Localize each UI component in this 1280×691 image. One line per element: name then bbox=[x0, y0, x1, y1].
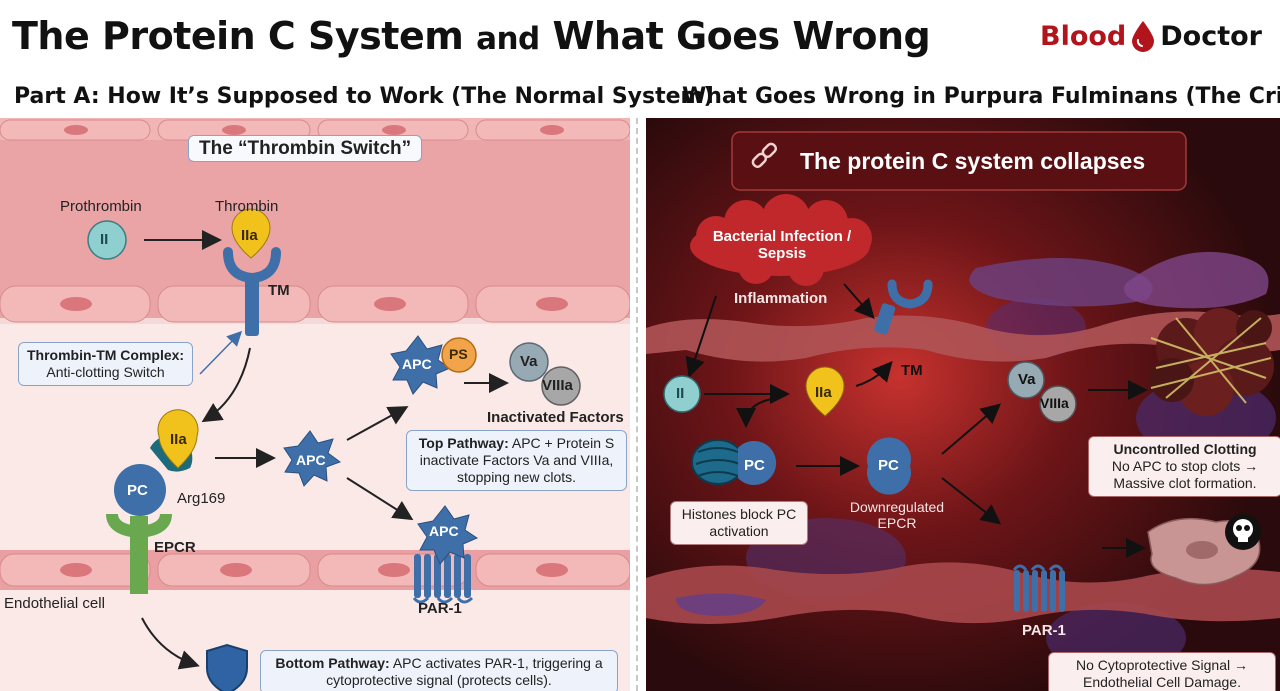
thrombin-bound-node bbox=[157, 409, 199, 469]
prothrombin-node-label: II bbox=[100, 231, 109, 248]
title-part-3: What Goes Wrong bbox=[552, 14, 931, 58]
blood-drop-icon bbox=[1132, 21, 1155, 52]
damaged-vessel-wall-top bbox=[646, 251, 1280, 362]
apc-par1-node bbox=[417, 505, 479, 565]
shield-icon bbox=[206, 643, 248, 691]
clotting-text: No APC to stop clots → Massive clot form… bbox=[1111, 458, 1259, 491]
apc-center-node bbox=[283, 430, 342, 487]
par1-receptor-crisis bbox=[1012, 564, 1065, 612]
par1-label: PAR-1 bbox=[418, 600, 462, 617]
thrombin-switch-title: The “Thrombin Switch” bbox=[188, 135, 423, 162]
thrombin-label: Thrombin bbox=[215, 198, 279, 215]
infection-cloud bbox=[690, 194, 872, 286]
top-pathway-text: APC + Protein S inactivate Factors Va an… bbox=[419, 435, 615, 485]
va-crisis-label: Va bbox=[1018, 371, 1036, 388]
skull-icon bbox=[1225, 514, 1261, 550]
inactivated-factors-label: Inactivated Factors bbox=[487, 409, 624, 426]
par1-crisis-label: PAR-1 bbox=[1022, 622, 1066, 639]
thrombin-node-label: IIa bbox=[241, 227, 258, 244]
viiia-label: VIIIa bbox=[542, 377, 573, 394]
prothrombin-node bbox=[87, 220, 127, 260]
title-part-2: and bbox=[476, 21, 540, 57]
collapse-title: The protein C system collapses bbox=[800, 148, 1146, 174]
bottom-pathway-box: Bottom Pathway: APC activates PAR-1, tri… bbox=[260, 650, 618, 691]
thrombin-tm-complex-box: Thrombin-TM Complex: Anti-clotting Switc… bbox=[18, 342, 194, 386]
thrombomodulin-receptor bbox=[223, 247, 281, 336]
brand-left: Blood bbox=[1039, 20, 1127, 52]
pc-label-histone: PC bbox=[744, 457, 765, 474]
factor-va-node bbox=[509, 342, 549, 382]
normal-system-panel: The “Thrombin Switch” Prothrombin Thromb… bbox=[0, 118, 630, 691]
factor-va-crisis bbox=[1007, 361, 1045, 399]
title-part-1: The Protein C System bbox=[12, 14, 464, 58]
crisis-panel: The protein C system collapses Bacterial… bbox=[646, 118, 1280, 691]
thrombin-bound-label: IIa bbox=[170, 431, 187, 448]
main-title: The Protein C System and What Goes Wrong bbox=[12, 14, 931, 58]
damaged-vessel-wall-bottom bbox=[646, 562, 1280, 624]
arg169-label: Arg169 bbox=[177, 490, 226, 507]
infection-label: Bacterial Infection / Sepsis bbox=[712, 228, 852, 262]
par1-receptor bbox=[412, 554, 474, 604]
epcr-crisis-label: Downregulated EPCR bbox=[849, 499, 945, 531]
histone-pc-complex bbox=[691, 439, 777, 485]
middle-endothelial-cells bbox=[0, 285, 630, 323]
pc-node-left bbox=[114, 464, 166, 516]
part-b-heading: What Goes Wrong in Purpura Fulminans (Th… bbox=[682, 84, 1280, 109]
viiia-crisis-label: VIIIa bbox=[1040, 395, 1069, 411]
factor-viiia-crisis bbox=[1039, 385, 1077, 423]
panel-divider bbox=[636, 118, 638, 691]
apc-top-node bbox=[390, 335, 452, 395]
endothelial-damage-box: No Cytoprotective Signal → Endothelial C… bbox=[1048, 652, 1276, 691]
apc-par1-label: APC bbox=[429, 523, 459, 539]
bottom-pathway-text: APC activates PAR-1, triggering a cytopr… bbox=[326, 655, 603, 688]
pc-label: PC bbox=[127, 482, 148, 499]
part-a-heading: Part A: How It’s Supposed to Work (The N… bbox=[14, 84, 714, 109]
apc-center-label: APC bbox=[296, 452, 326, 468]
crisis-illustration bbox=[646, 118, 1280, 691]
pc-node-crisis bbox=[867, 437, 911, 495]
complex-box-title: Thrombin-TM Complex: bbox=[27, 347, 185, 363]
bottom-pathway-title: Bottom Pathway: bbox=[275, 655, 390, 671]
broken-tm-receptor bbox=[874, 279, 933, 335]
thrombin-node-crisis-label: IIa bbox=[815, 384, 832, 401]
bottom-endothelial-cells bbox=[0, 550, 630, 590]
top-pathway-title: Top Pathway: bbox=[418, 435, 509, 451]
apc-top-label: APC bbox=[402, 356, 432, 372]
factor-viiia-node bbox=[541, 366, 581, 406]
ps-label: PS bbox=[449, 346, 468, 362]
brand-logo: Blood Doctor bbox=[1040, 20, 1262, 52]
epcr-label: EPCR bbox=[154, 539, 196, 556]
uncontrolled-clotting-box: Uncontrolled Clotting No APC to stop clo… bbox=[1088, 436, 1280, 497]
protein-s-node bbox=[441, 337, 477, 373]
broken-link-icon bbox=[751, 142, 778, 169]
va-label: Va bbox=[520, 353, 538, 370]
thrombin-node-crisis bbox=[805, 366, 845, 417]
histones-box: Histones block PC activation bbox=[670, 501, 808, 545]
endothelial-cell-label: Endothelial cell bbox=[4, 595, 105, 612]
prothrombin-node-crisis-label: II bbox=[676, 385, 685, 402]
prothrombin-label: Prothrombin bbox=[60, 198, 142, 215]
top-pathway-box: Top Pathway: APC + Protein S inactivate … bbox=[406, 430, 627, 491]
inflammation-label: Inflammation bbox=[734, 290, 828, 307]
clotting-title: Uncontrolled Clotting bbox=[1113, 441, 1257, 457]
thrombin-node bbox=[231, 208, 271, 259]
collapse-title-box bbox=[731, 131, 1187, 191]
prothrombin-node-crisis bbox=[663, 375, 701, 413]
pc-label-crisis: PC bbox=[878, 457, 899, 474]
brand-right: Doctor bbox=[1160, 20, 1262, 52]
tm-label: TM bbox=[268, 282, 290, 299]
tm-label-crisis: TM bbox=[901, 362, 923, 379]
complex-box-text: Anti-clotting Switch bbox=[46, 364, 165, 380]
blood-clot-mass bbox=[1150, 308, 1274, 416]
